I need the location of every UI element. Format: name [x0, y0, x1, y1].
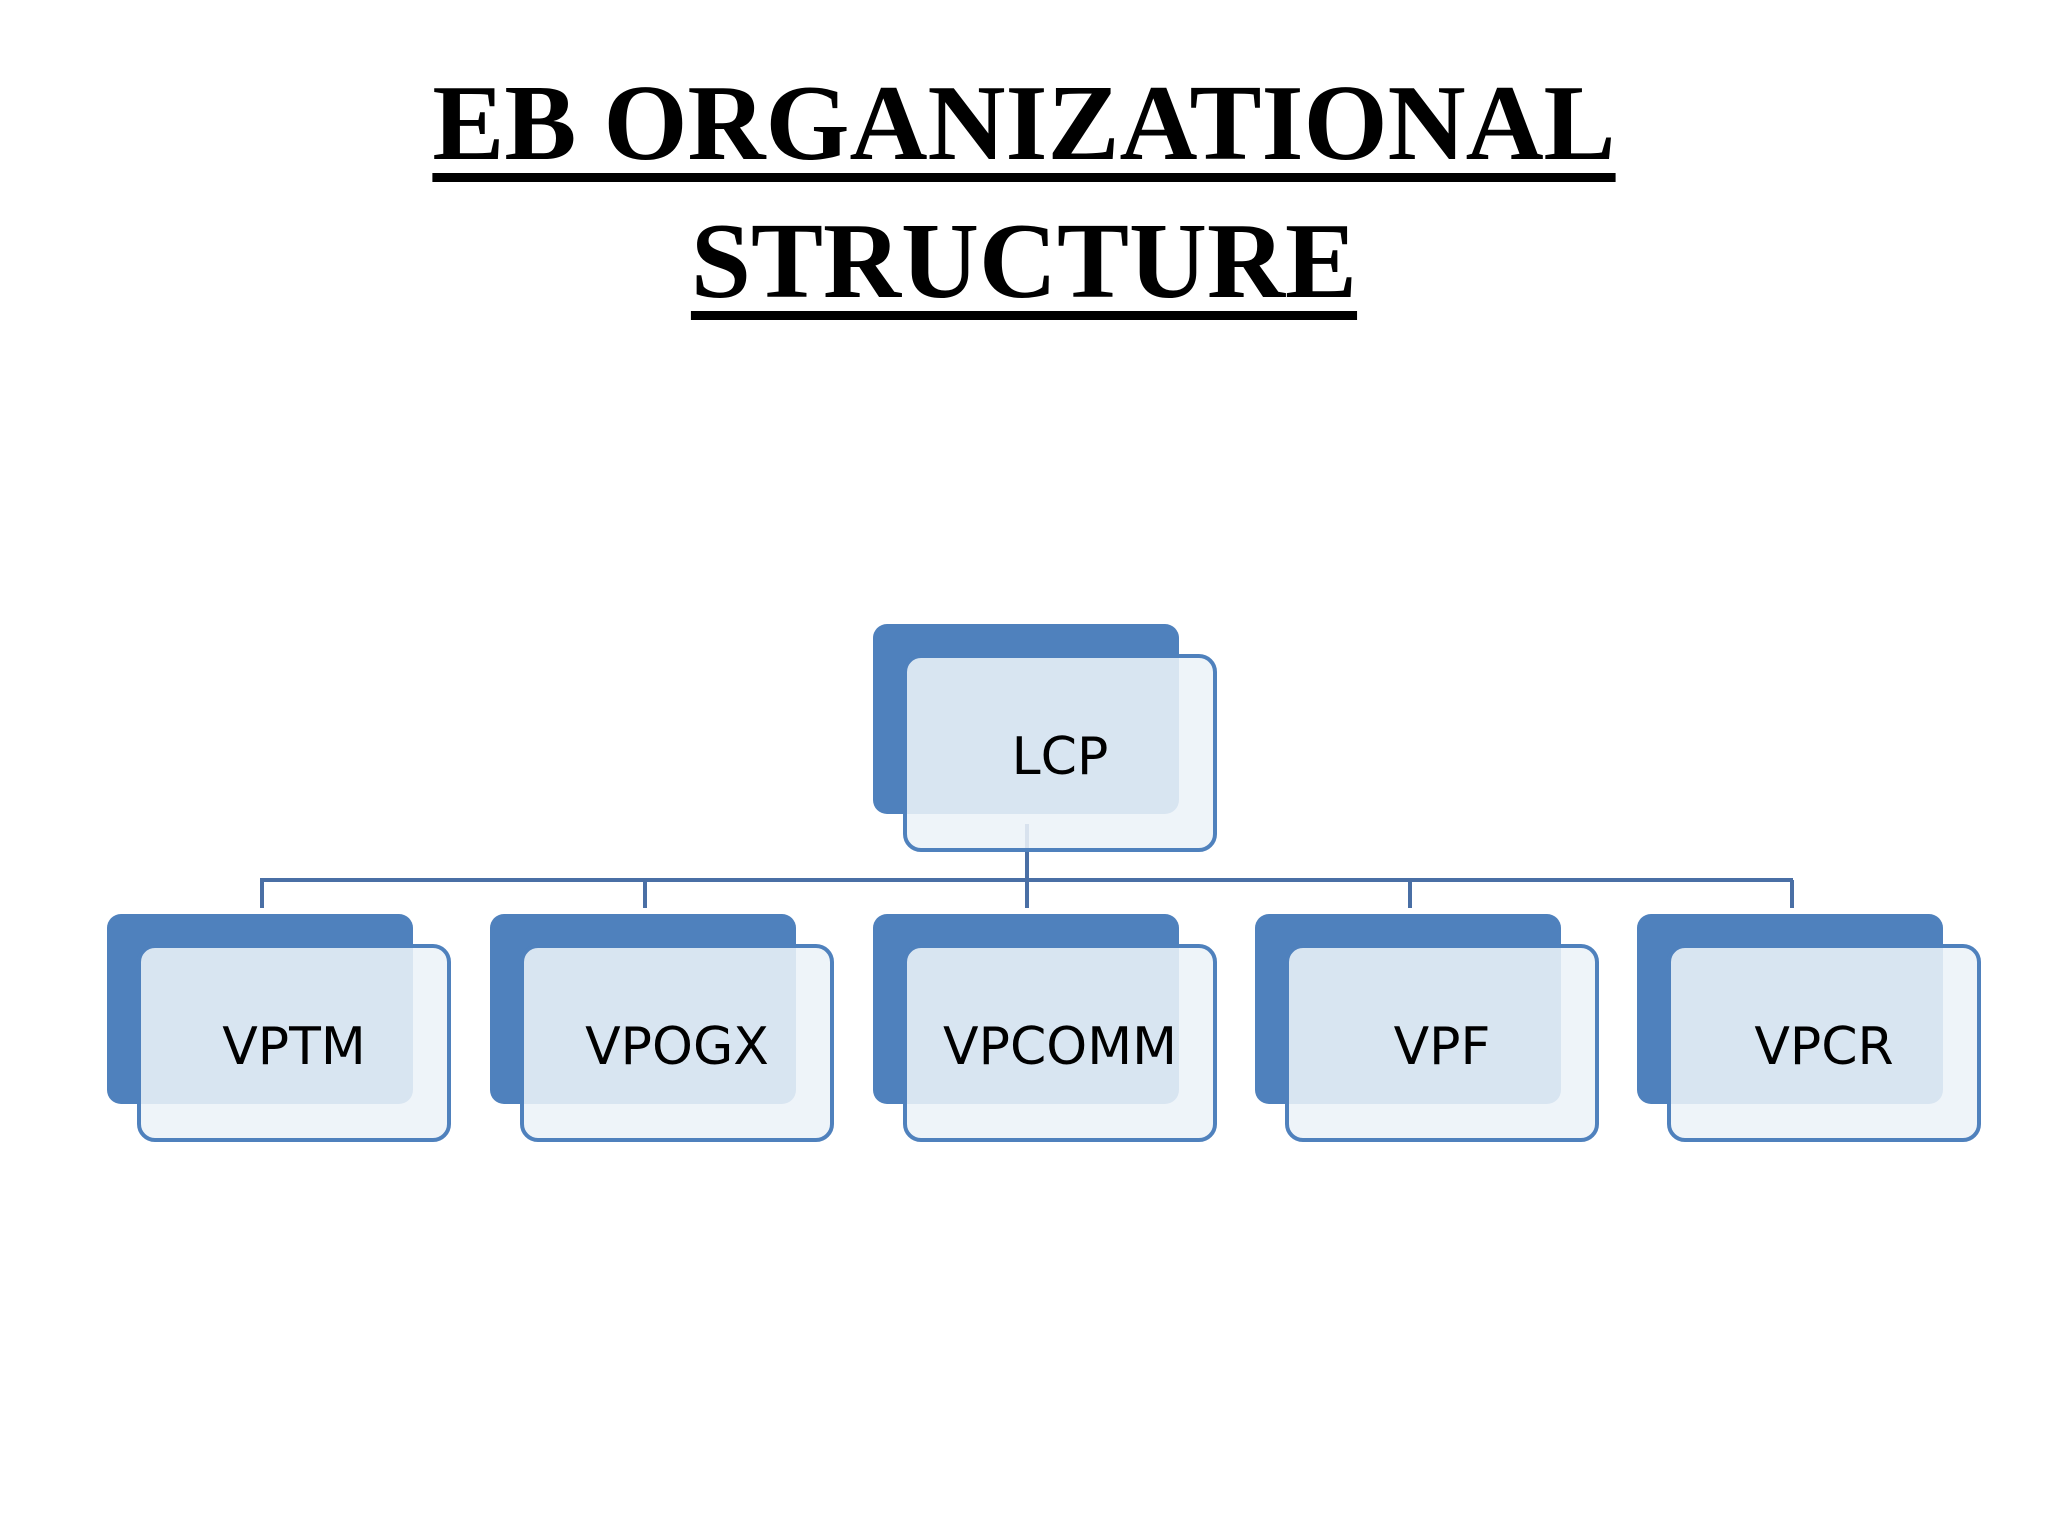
node-label: VPCR — [1754, 1017, 1894, 1077]
node-front-panel: VPTM — [137, 944, 451, 1142]
org-node-vpcomm: VPCOMM — [873, 914, 1219, 1144]
node-label: VPOGX — [585, 1017, 769, 1077]
title-text-1: EB ORGANIZATIONAL — [432, 64, 1616, 183]
node-front-panel: LCP — [903, 654, 1217, 852]
node-label: VPTM — [222, 1017, 366, 1077]
node-label: VPF — [1393, 1017, 1491, 1077]
org-node-vptm: VPTM — [107, 914, 453, 1144]
org-node-vpcr: VPCR — [1637, 914, 1983, 1144]
node-label-root: LCP — [1011, 727, 1109, 787]
node-label: VPCOMM — [943, 1017, 1177, 1077]
node-front-panel: VPOGX — [520, 944, 834, 1142]
org-node-vpf: VPF — [1255, 914, 1601, 1144]
node-front-panel: VPCR — [1667, 944, 1981, 1142]
node-front-panel: VPCOMM — [903, 944, 1217, 1142]
page-title-line-2: STRUCTURE — [0, 208, 2048, 316]
org-node-root: LCP — [873, 624, 1219, 854]
org-node-vpogx: VPOGX — [490, 914, 836, 1144]
node-front-panel: VPF — [1285, 944, 1599, 1142]
page-title-line-1: EB ORGANIZATIONAL — [0, 70, 2048, 178]
title-text-2: STRUCTURE — [690, 202, 1358, 321]
